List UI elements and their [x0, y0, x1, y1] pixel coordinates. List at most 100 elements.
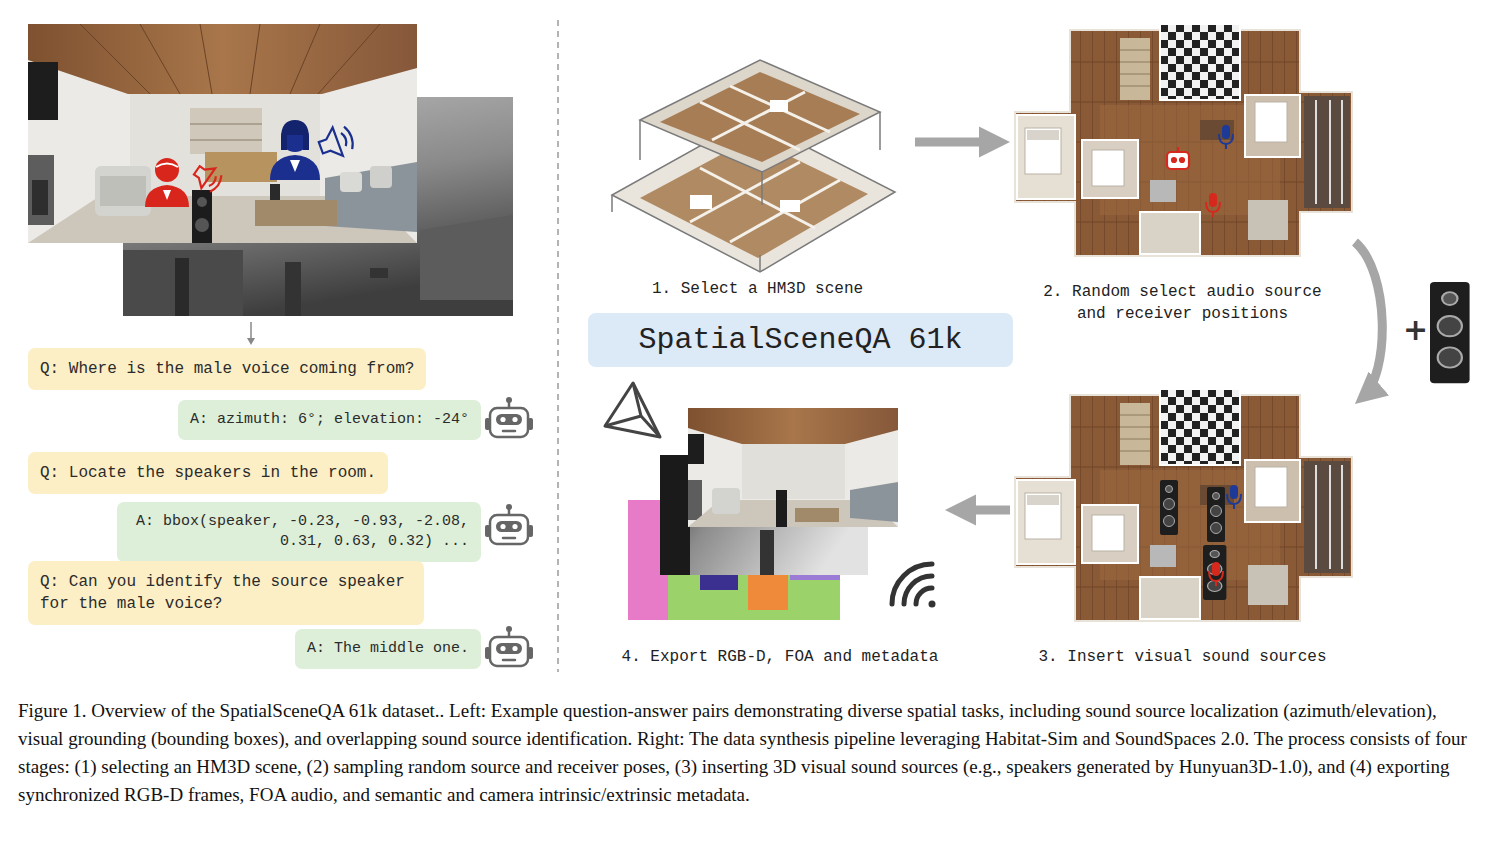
hm3d-house	[660, 72, 860, 162]
male-speaker-icon	[163, 190, 171, 200]
answer-bubble: A: azimuth: 6°; elevation: -24°	[178, 400, 481, 440]
floorplan-positions	[1015, 24, 1352, 256]
bubble-text: Q: Locate the speakers in the room.	[40, 462, 376, 484]
question-bubble: Q: Can you identify the source speaker f…	[28, 561, 424, 625]
floorplan-speakers	[1203, 545, 1226, 600]
rgb-image	[95, 166, 151, 216]
audio-wave-icon	[892, 564, 936, 608]
floorplan-speakers	[1209, 562, 1223, 586]
exported-frames	[712, 488, 740, 514]
hm3d-house	[730, 180, 840, 242]
robot-icons	[485, 626, 533, 666]
rgb-image	[80, 24, 150, 94]
rgb-image	[318, 24, 380, 94]
female-speaker-icon	[341, 132, 348, 146]
rgb-image	[28, 24, 417, 94]
figure-caption: Figure 1. Overview of the SpatialSceneQA…	[18, 697, 1480, 809]
floorplan-positions	[1206, 193, 1220, 217]
stage-label: 3. Insert visual sound sources	[1020, 646, 1345, 668]
mesh-icon	[605, 383, 660, 437]
bubble-text: Q: Where is the male voice coming from?	[40, 358, 414, 380]
flow-arrow	[955, 506, 1010, 515]
rgb-image	[140, 24, 180, 94]
hm3d-house	[700, 168, 815, 228]
robot-icons	[485, 397, 533, 666]
rgb-image	[290, 24, 320, 94]
bubble-text: A: azimuth: 6°; elevation: -24°	[190, 410, 469, 430]
floorplan-positions	[1180, 158, 1184, 162]
rgb-image	[340, 172, 362, 192]
rgb-image	[28, 24, 417, 243]
rgb-image	[28, 24, 417, 243]
rgb-image	[197, 197, 207, 207]
rgb-image	[190, 140, 262, 141]
rgb-image	[130, 92, 320, 197]
rgb-image	[255, 200, 337, 226]
robot-icons	[485, 504, 533, 544]
rgb-image	[190, 124, 262, 125]
hm3d-house	[690, 195, 712, 209]
hm3d-house	[730, 86, 830, 132]
floorplan-speakers	[1227, 485, 1241, 509]
flow-arrow	[915, 138, 1000, 147]
plus-sign: +	[1403, 312, 1428, 347]
male-speaker-icon	[156, 164, 178, 168]
hm3d-house	[712, 92, 805, 140]
floorplan-positions	[1219, 125, 1233, 149]
male-speaker-icon	[209, 176, 218, 187]
question-bubble: Q: Where is the male voice coming from?	[28, 348, 426, 390]
exported-frames	[795, 508, 839, 522]
audio-wave-icon	[892, 564, 932, 604]
depth-image	[370, 268, 388, 278]
female-speaker-icon	[344, 125, 355, 149]
down-arrow	[250, 322, 252, 340]
mesh-icon	[633, 383, 641, 416]
pipeline-stage: 1. Select a HM3D scene	[600, 50, 915, 312]
hm3d-house	[780, 200, 800, 212]
floorplan-positions	[1172, 158, 1176, 162]
answer-bubble: A: bbox(speaker, -0.23, -0.93, -2.08, 0.…	[117, 502, 481, 562]
female-speaker-icon	[270, 120, 357, 180]
down-arrow	[247, 322, 255, 345]
male-speaker-icon	[145, 158, 225, 207]
mesh-icon	[605, 383, 660, 437]
hm3d-house	[611, 195, 613, 212]
question-bubble: Q: Locate the speakers in the room.	[28, 452, 388, 494]
down-arrow	[247, 338, 255, 345]
female-speaker-icon	[316, 123, 357, 162]
exported-frames	[688, 434, 704, 464]
floorplan-speakers	[1015, 389, 1352, 621]
hm3d-house	[640, 60, 880, 172]
exported-frames	[688, 408, 898, 527]
divider-line	[557, 20, 559, 672]
pipeline-stage: 3. Insert visual sound sources	[1010, 380, 1355, 680]
depth-image	[285, 262, 301, 316]
depth-image	[420, 215, 513, 300]
rgb-image	[200, 24, 212, 94]
female-speaker-icon	[281, 120, 309, 150]
male-speaker-icon	[190, 160, 225, 195]
female-speaker-icon	[290, 160, 300, 172]
hm3d-house	[612, 60, 895, 272]
rgb-image	[190, 108, 262, 154]
audio-wave-icon	[929, 601, 936, 608]
female-speaker-icon	[270, 155, 320, 180]
exported-frames	[628, 408, 898, 620]
exported-frames	[688, 480, 702, 520]
rgb-image	[195, 218, 209, 232]
exported-frames	[660, 455, 690, 575]
bubble-text: Q: Can you identify the source speaker f…	[40, 571, 412, 615]
stage-label: 4. Export RGB-D, FOA and metadata	[615, 646, 945, 668]
hm3d-house	[759, 255, 761, 272]
depth-image	[123, 250, 243, 316]
band-title: SpatialSceneQA 61k	[638, 323, 962, 357]
rgb-image	[192, 190, 212, 243]
stage-label: 2. Random select audio source and receiv…	[1032, 281, 1333, 325]
robot-icons	[485, 397, 533, 437]
male-speaker-icon	[210, 175, 224, 193]
audio-wave-icon	[916, 588, 932, 604]
floorplan-speakers	[1015, 389, 1352, 621]
floorplan-positions	[1015, 24, 1352, 256]
